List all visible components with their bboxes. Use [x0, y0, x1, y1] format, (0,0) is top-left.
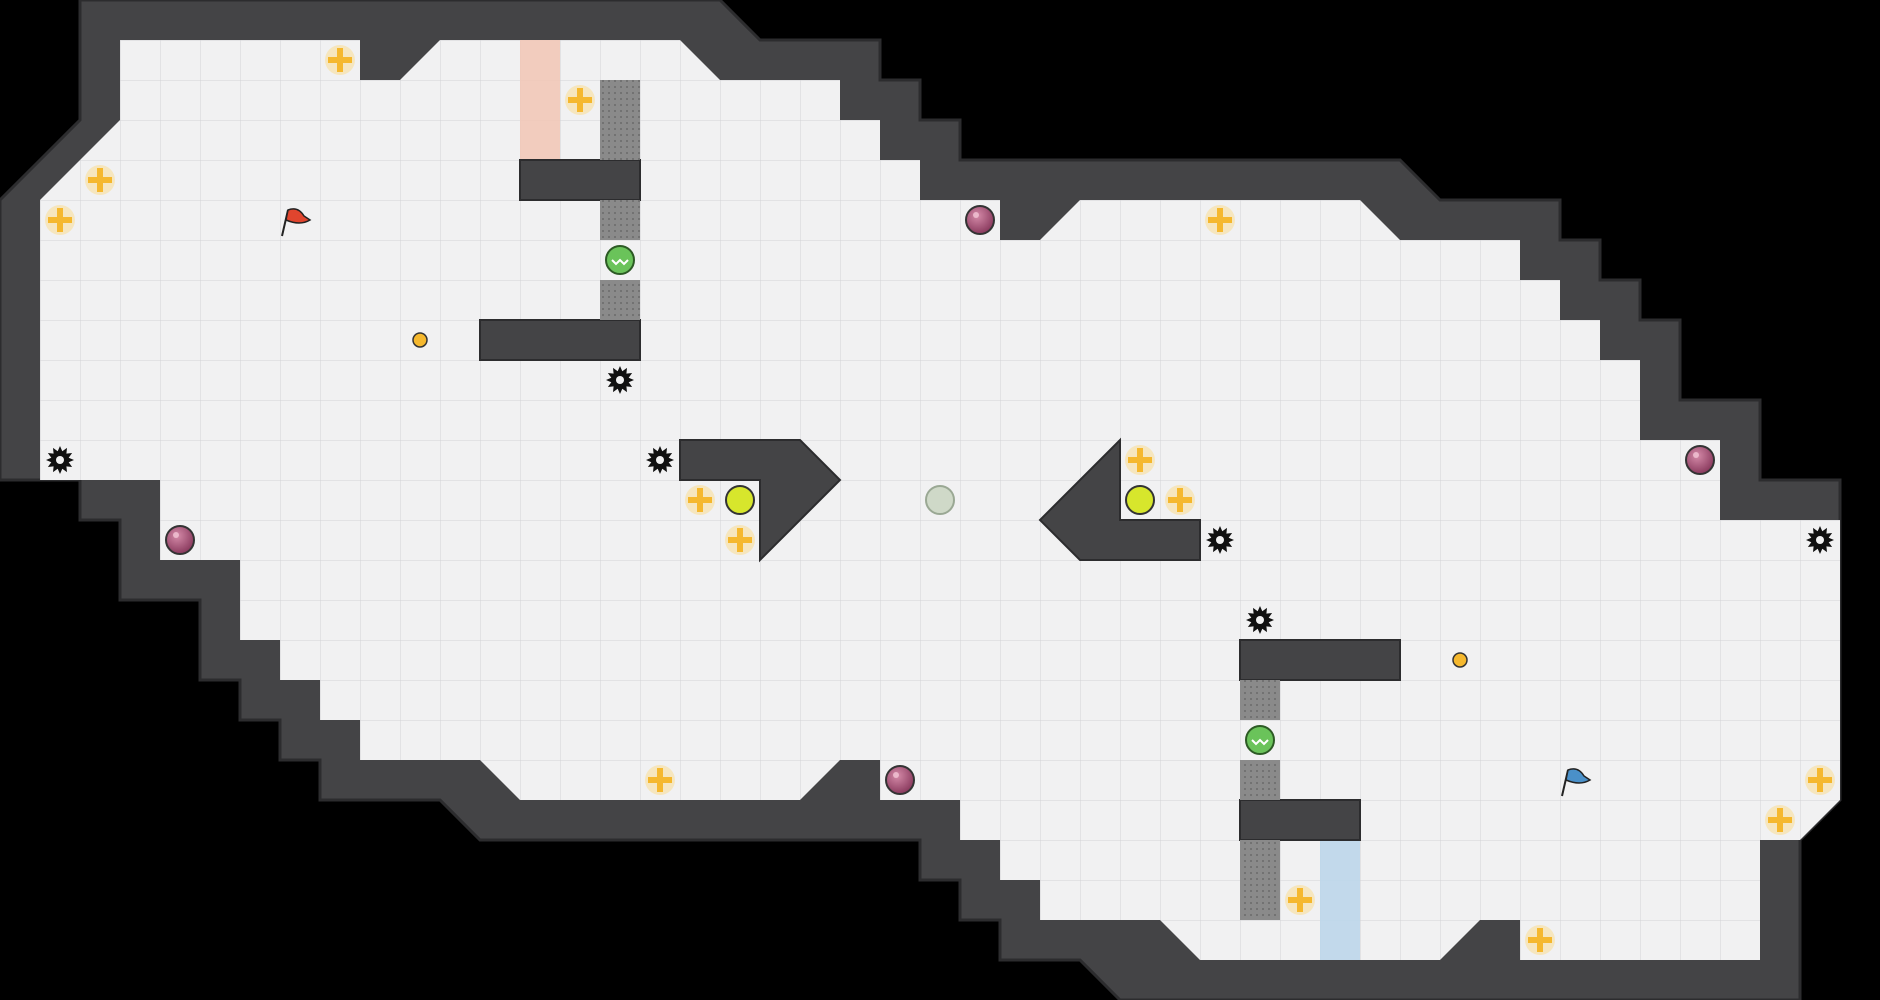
powerup-icon — [605, 245, 635, 275]
spike-icon — [46, 446, 74, 474]
boost-pad — [1205, 205, 1235, 235]
spike-icon — [606, 366, 634, 394]
boost-pad — [685, 485, 715, 515]
boost-pad — [45, 205, 75, 235]
red-flag-icon — [281, 208, 312, 237]
gate — [600, 80, 640, 160]
button-icon — [1125, 485, 1155, 515]
boost-pad — [325, 45, 355, 75]
neutral-button-icon — [925, 485, 955, 515]
spike-icon — [1246, 606, 1274, 634]
gate — [1240, 760, 1280, 800]
bomb-icon — [885, 765, 915, 795]
boost-pad — [1125, 445, 1155, 475]
bomb-icon — [1685, 445, 1715, 475]
boost-pad — [1525, 925, 1555, 955]
gate — [1240, 840, 1280, 920]
boost-pad — [725, 525, 755, 555]
gate — [1240, 680, 1280, 720]
arena-walls — [0, 0, 1842, 1000]
boost-pad — [1765, 805, 1795, 835]
gate — [600, 280, 640, 320]
spike-icon — [646, 446, 674, 474]
boost-pad — [645, 765, 675, 795]
red-zone — [520, 40, 560, 160]
portal-icon — [1452, 652, 1468, 668]
boost-pad — [1805, 765, 1835, 795]
spike-icon — [1806, 526, 1834, 554]
gate — [600, 200, 640, 240]
powerup-icon — [1245, 725, 1275, 755]
boost-pad — [1285, 885, 1315, 915]
boost-pad — [565, 85, 595, 115]
boost-pad — [85, 165, 115, 195]
blue-flag-icon — [1561, 768, 1592, 797]
boost-pad — [1165, 485, 1195, 515]
portal-icon — [412, 332, 428, 348]
spike-icon — [1206, 526, 1234, 554]
blue-zone — [1320, 840, 1360, 960]
button-icon — [725, 485, 755, 515]
bomb-icon — [165, 525, 195, 555]
bomb-icon — [965, 205, 995, 235]
